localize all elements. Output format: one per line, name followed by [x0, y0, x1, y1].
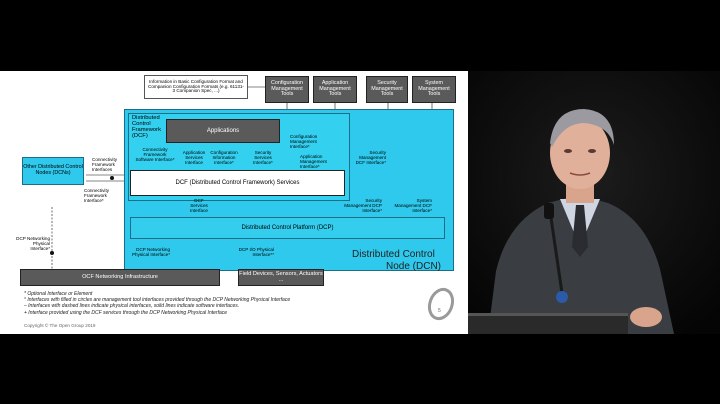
- other-dcn-box: Other Distributed Control Nodes (DCNs): [22, 157, 84, 185]
- security-management-tools: Security Management Tools: [366, 76, 408, 103]
- open-group-logo-icon: [427, 287, 455, 321]
- dcn-title-line1: Distributed Control: [352, 249, 435, 260]
- configuration-information-interface-label: Configuration Information Interface*: [210, 150, 238, 165]
- dcf-services-bar: DCF (Distributed Control Framework) Serv…: [130, 170, 345, 196]
- presentation-slide: Information in Basic Configuration Forma…: [0, 71, 468, 334]
- speaker-video: [468, 71, 720, 334]
- security-management-dcf-interface-label: Security Management DCF Interface*: [355, 150, 386, 165]
- config-format-note: Information in Basic Configuration Forma…: [144, 75, 248, 99]
- configuration-management-tools: Configuration Management Tools: [265, 76, 309, 103]
- speaker-figure: [468, 71, 720, 334]
- security-services-interface-label: Security Services Interface*: [253, 150, 273, 165]
- legend: * Optional Interface or Element ° Interf…: [24, 291, 290, 316]
- dcf-label: Distributed Control Framework (DCF): [132, 115, 161, 140]
- dcp-networking-physical-interface-label: DCP Networking Physical Interface*: [131, 247, 170, 257]
- applications-box: Applications: [166, 119, 280, 143]
- ocf-networking-infrastructure: OCF Networking Infrastructure: [20, 269, 220, 286]
- configuration-management-interface-label: Configuration Management Interface*: [290, 134, 318, 149]
- connectivity-software-interface-label: Connectivity Framework Software Interfac…: [135, 147, 175, 162]
- legend-item: + Interface provided using the DCF servi…: [24, 309, 228, 316]
- security-management-dcp-interface-label: Security Management DCP Interface*: [344, 198, 382, 213]
- application-management-tools: Application Management Tools: [313, 76, 357, 103]
- field-devices-box: Field Devices, Sensors, Actuators ...: [238, 269, 324, 286]
- copyright: Copyright © The Open Group 2019: [24, 323, 96, 328]
- connectivity-framework-interfaces-label: Connectivity Framework Interfaces: [92, 157, 118, 172]
- dcp-io-physical-interface-label: DCP I/O Physical Interface**: [238, 247, 274, 257]
- connectivity-framework-interface-label: Connectivity Framework Interface*: [84, 188, 110, 203]
- legend-item: * Optional Interface or Element: [24, 291, 93, 297]
- application-services-interface-label: Application Services Interface: [182, 150, 206, 165]
- dcp-bar: Distributed Control Platform (DCP): [130, 217, 445, 239]
- system-management-tools: System Management Tools: [412, 76, 456, 103]
- legend-item: ° Interfaces with filled in circles are …: [24, 297, 291, 304]
- legend-item: – Interfaces with dashed lines indicate …: [24, 303, 240, 310]
- dcf-services-interface-label: DCF Services Interface: [190, 198, 208, 213]
- system-management-dcf-interface-label: System Management DCF Interface*: [394, 198, 432, 213]
- page-number: 5: [438, 308, 441, 314]
- dcn-title-line2: Node (DCN): [386, 261, 442, 272]
- application-management-interface-label: Application Management Interface*: [300, 154, 327, 169]
- dcp-networking-left-label: DCP Networking Physical Interface*: [16, 236, 50, 251]
